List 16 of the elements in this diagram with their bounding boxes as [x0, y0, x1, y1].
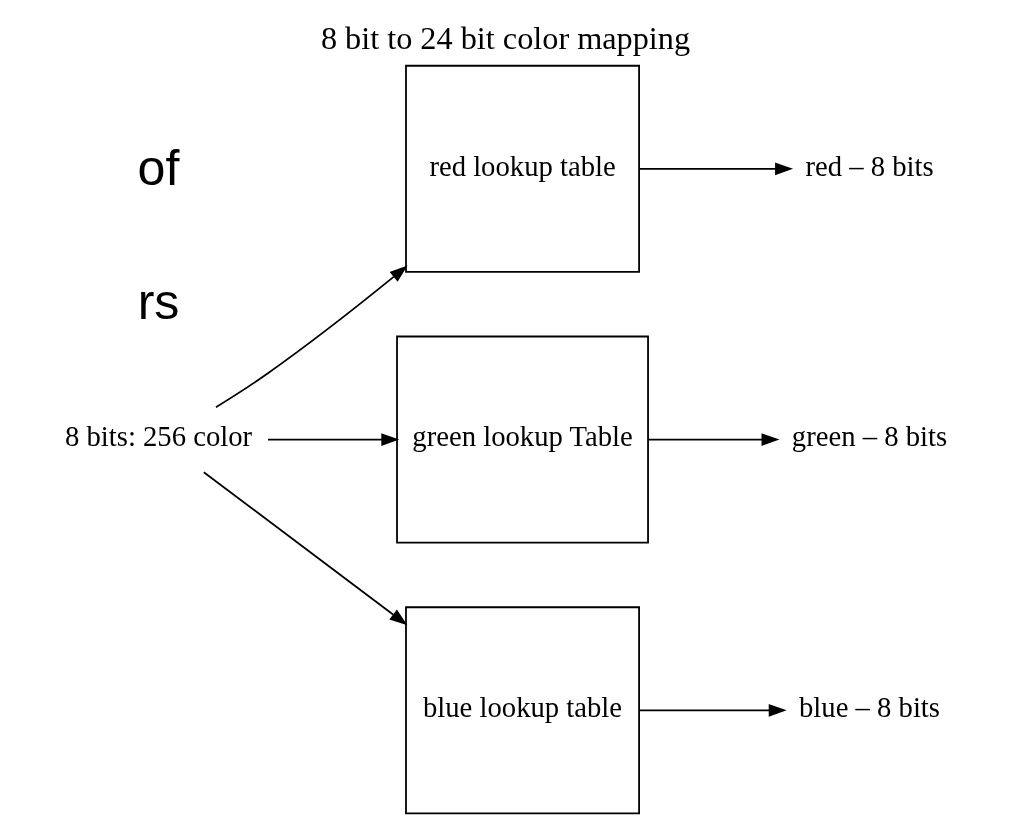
arrow: [214, 265, 408, 409]
label: of: [137, 139, 179, 196]
node-box: blue lookup table: [404, 606, 640, 815]
arrow: [637, 704, 787, 717]
arrow: [637, 162, 793, 176]
diagram-title: 8 bit to 24 bit color mapping: [320, 19, 690, 56]
node-box: red lookup table: [404, 64, 640, 273]
node-box: green lookup Table: [395, 335, 649, 544]
node-text: 8 bits: 256 color: [64, 420, 252, 453]
arrow: [202, 471, 407, 626]
node-text: green – 8 bits: [791, 420, 947, 453]
label: rs: [137, 274, 179, 331]
arrow: [646, 433, 779, 446]
node-text: blue – 8 bits: [798, 691, 940, 724]
arrow: [266, 433, 399, 446]
node-text: red – 8 bits: [804, 149, 934, 182]
